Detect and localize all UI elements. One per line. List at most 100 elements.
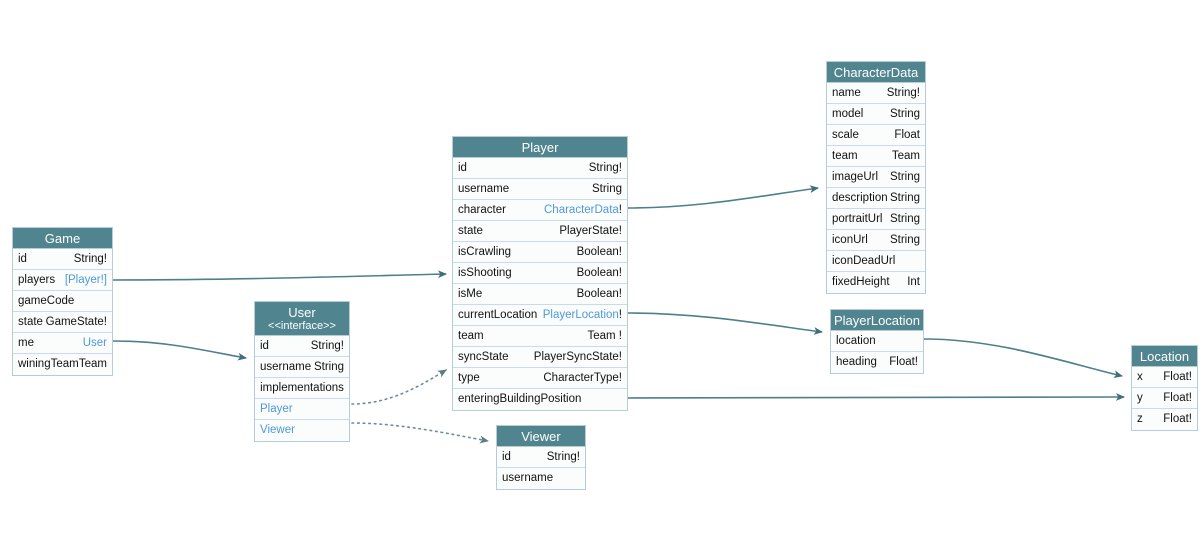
edge-user-implements-player (351, 369, 447, 405)
field-type: String (313, 361, 344, 373)
edge-user-implements-viewer (351, 422, 489, 444)
non-null-marker: ! (618, 309, 622, 321)
edge-player-currentlocation-to-playerlocation (627, 312, 823, 335)
field-row[interactable]: syncState PlayerSyncState! (453, 347, 627, 368)
field-row[interactable]: state PlayerState! (453, 221, 627, 242)
field-row[interactable]: isMe Boolean! (453, 284, 627, 305)
field-row[interactable]: model String (827, 104, 925, 125)
field-row[interactable]: currentLocation PlayerLocation! (453, 305, 627, 326)
field-type: Float! (1163, 413, 1192, 425)
entity-viewer-title: Viewer (497, 426, 585, 447)
field-row[interactable]: gameCode String! (13, 291, 112, 312)
field-type: Team (891, 150, 920, 162)
field-name: enteringBuildingPosition (458, 393, 582, 405)
field-type: String! (73, 253, 107, 265)
field-type: GameState! (45, 316, 107, 328)
field-type[interactable]: Location (579, 409, 622, 410)
entity-playerlocation[interactable]: PlayerLocation location Location! headin… (830, 309, 924, 374)
field-type: Boolean! (576, 288, 622, 300)
edge-player-enteringbuildingposition-to-location (627, 393, 1125, 401)
field-row[interactable]: character CharacterData! (453, 200, 627, 221)
entity-playerlocation-title: PlayerLocation (831, 310, 923, 331)
field-type: Float! (1163, 371, 1192, 383)
field-row[interactable]: id String! (453, 158, 627, 179)
field-row[interactable]: isCrawling Boolean! (453, 242, 627, 263)
field-type[interactable]: PlayerLocation (542, 309, 619, 321)
field-type[interactable]: User (82, 337, 107, 349)
entity-game[interactable]: Game id String! players [Player!] gameCo… (12, 227, 113, 376)
field-row[interactable]: fixedHeight Int (827, 272, 925, 293)
field-row[interactable]: team Team (827, 146, 925, 167)
field-type: Int (907, 276, 920, 288)
field-type: String (591, 183, 622, 195)
entity-location-title: Location (1132, 346, 1197, 367)
field-row[interactable]: id String! (13, 249, 112, 270)
field-row[interactable]: type CharacterType! (453, 368, 627, 389)
field-type[interactable]: CharacterData (544, 204, 619, 216)
entity-characterdata-title: CharacterData (827, 62, 925, 83)
field-row[interactable]: isShooting Boolean! (453, 263, 627, 284)
field-row[interactable]: z Float! (1132, 409, 1197, 430)
entity-game-title: Game (13, 228, 112, 249)
field-name: scale (832, 129, 859, 141)
field-type-wrap[interactable]: PlayerLocation! (543, 305, 622, 325)
field-name: id (18, 253, 27, 265)
entity-viewer[interactable]: Viewer id String! username String (496, 425, 586, 490)
field-row[interactable]: scale Float (827, 125, 925, 146)
entity-characterdata[interactable]: CharacterData name String! model String … (826, 61, 926, 294)
field-row[interactable]: description String (827, 188, 925, 209)
field-row[interactable]: username String (255, 357, 349, 378)
field-name: fixedHeight (832, 276, 890, 288)
field-name: state (18, 316, 43, 328)
field-type: String (889, 192, 920, 204)
field-row[interactable]: state GameState! (13, 312, 112, 333)
field-name: iconUrl (832, 234, 868, 246)
field-name: model (832, 108, 864, 120)
field-row[interactable]: imageUrl String (827, 167, 925, 188)
entity-user[interactable]: User <<interface>> id String! username S… (254, 301, 350, 442)
field-row[interactable]: iconUrl String (827, 230, 925, 251)
field-row[interactable]: location Location! (831, 331, 923, 352)
field-name: username (260, 361, 312, 373)
field-type: PlayerSyncState! (533, 351, 622, 363)
field-row[interactable]: y Float! (1132, 388, 1197, 409)
field-name: isCrawling (458, 246, 512, 258)
field-type-wrap[interactable]: CharacterData! (544, 200, 622, 220)
edge-game-me-to-user (112, 340, 247, 361)
field-name: isShooting (458, 267, 512, 279)
field-row[interactable]: heading Float! (831, 352, 923, 373)
field-row[interactable]: id String! (255, 336, 349, 357)
field-row[interactable]: x Float! (1132, 367, 1197, 388)
field-name: type (458, 372, 480, 384)
implementation-viewer[interactable]: Viewer (255, 420, 349, 441)
non-null-marker: ! (618, 204, 622, 216)
field-name: description (832, 192, 888, 204)
field-row[interactable]: enteringBuildingPosition Location (453, 389, 627, 410)
field-row[interactable]: username String (453, 179, 627, 200)
field-name: players (18, 274, 56, 286)
entity-player[interactable]: Player id String! username String charac… (452, 136, 628, 411)
field-row[interactable]: me User (13, 333, 112, 354)
entity-user-stereotype: <<interface>> (268, 320, 336, 332)
field-row[interactable]: winingTeam Team (13, 354, 112, 375)
field-name: username (458, 183, 510, 195)
field-name: gameCode (18, 295, 75, 307)
field-type[interactable]: [Player!] (64, 274, 107, 286)
field-row[interactable]: players [Player!] (13, 270, 112, 291)
field-row[interactable]: team Team ! (453, 326, 627, 347)
field-name: id (502, 451, 511, 463)
field-name: team (832, 150, 858, 162)
implementation-player[interactable]: Player (255, 399, 349, 420)
field-row[interactable]: iconDeadUrl String (827, 251, 925, 272)
field-name: isMe (458, 288, 483, 300)
field-name: portraitUrl (832, 213, 883, 225)
field-row[interactable]: username String (497, 468, 585, 489)
field-row[interactable]: id String! (497, 447, 585, 468)
field-type: String! (588, 162, 622, 174)
entity-location[interactable]: Location x Float! y Float! z Float! (1131, 345, 1198, 431)
field-name: location (836, 335, 876, 347)
edge-game-players-to-player (112, 270, 447, 281)
entity-user-title: User <<interface>> (255, 302, 349, 336)
field-row[interactable]: portraitUrl String (827, 209, 925, 230)
field-row[interactable]: name String! (827, 83, 925, 104)
